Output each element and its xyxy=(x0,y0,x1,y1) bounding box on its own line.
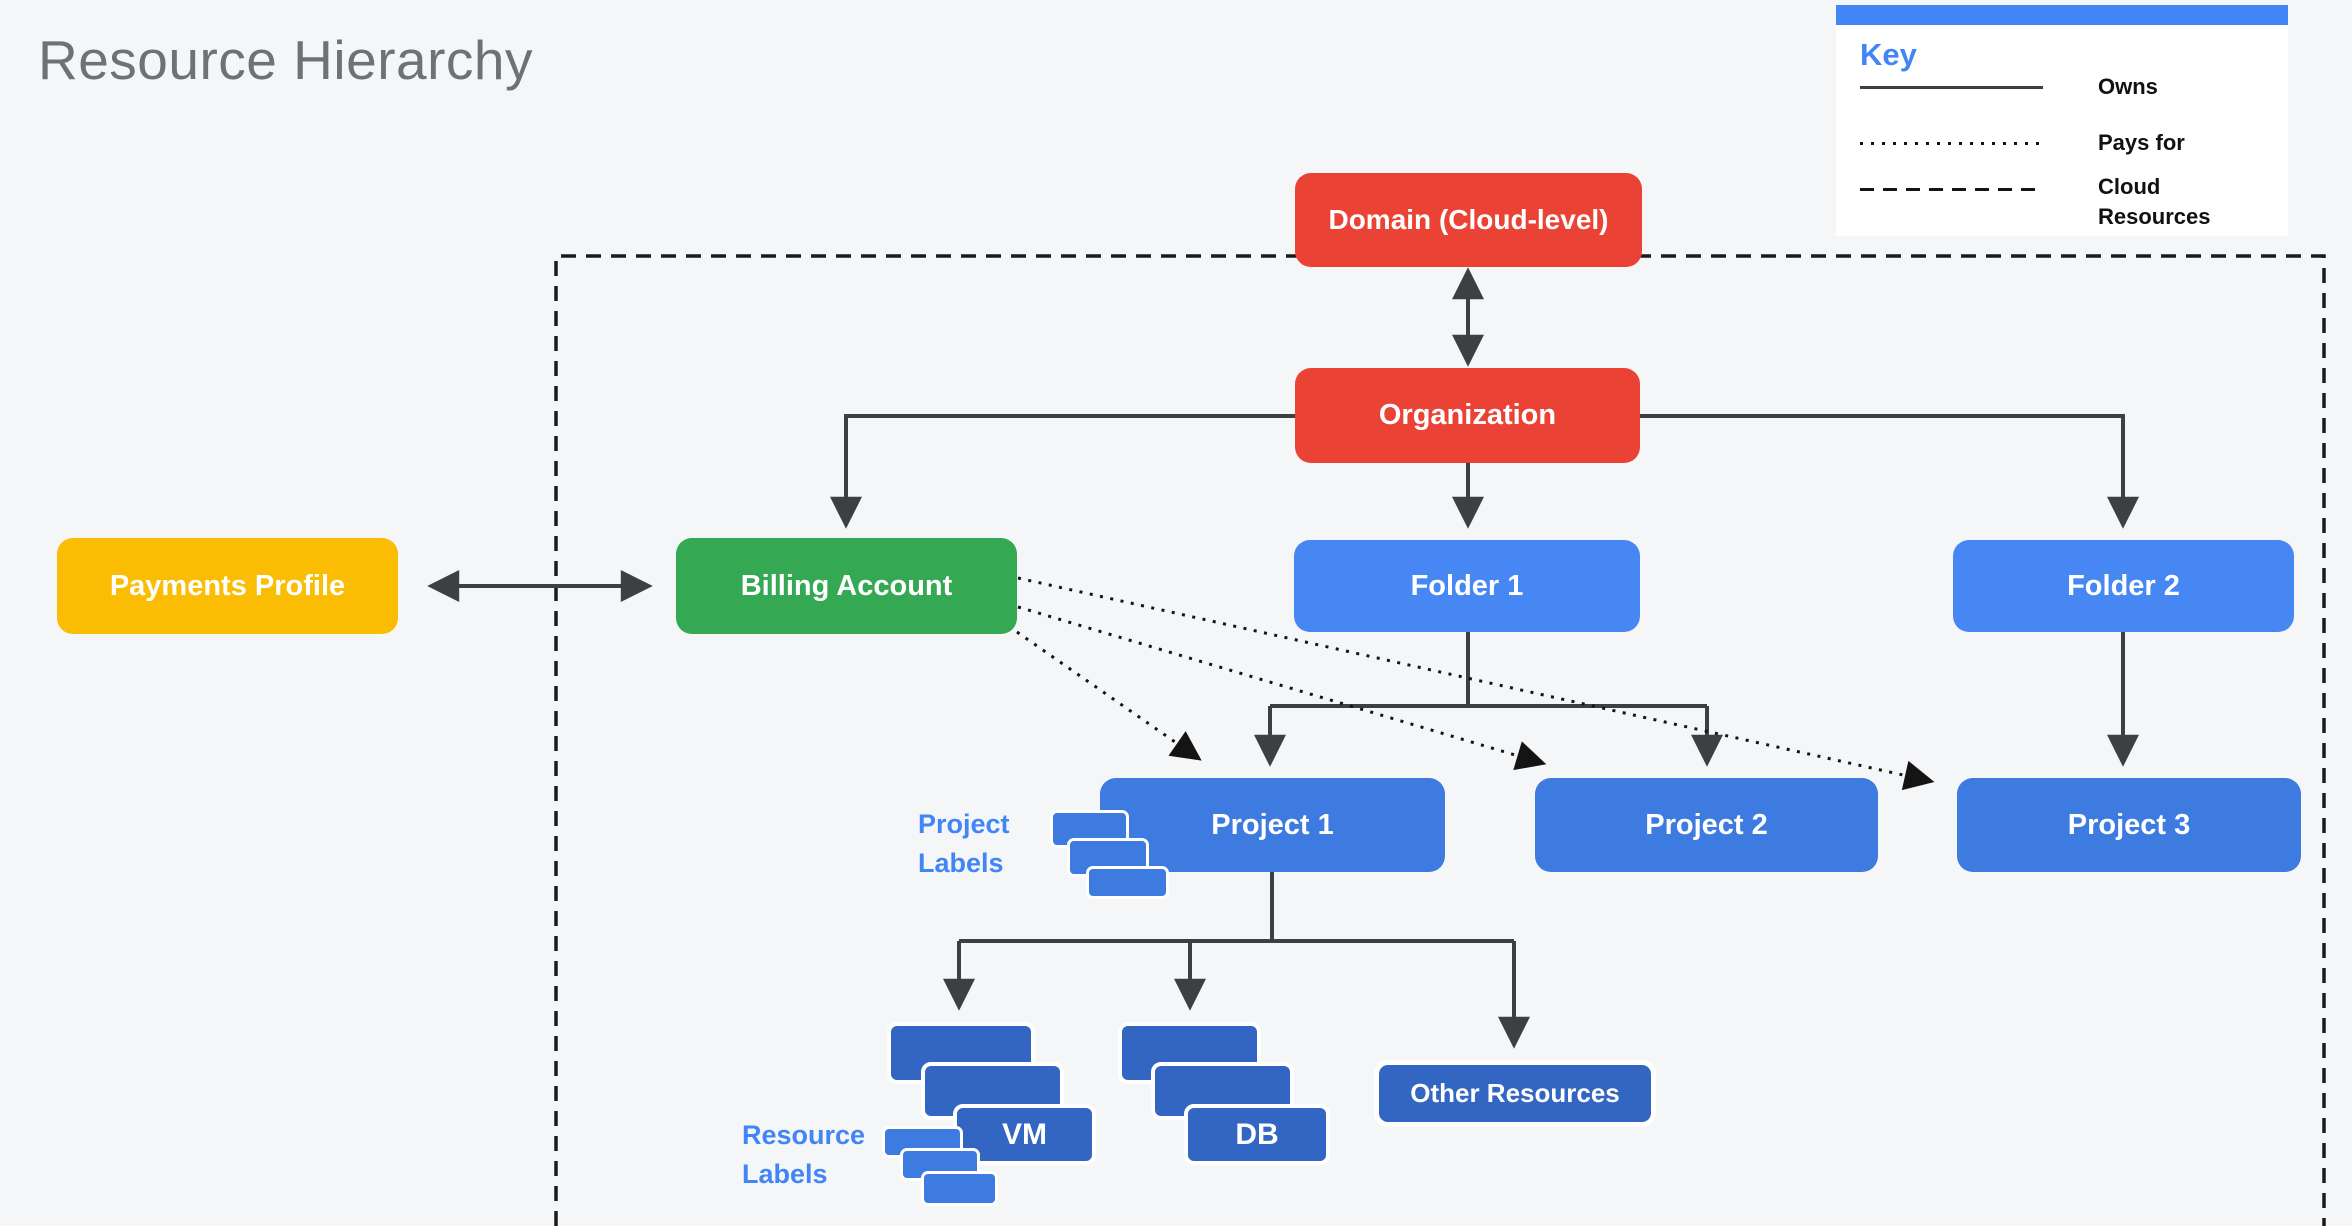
project-labels-stack-icon xyxy=(1086,866,1169,899)
resource-labels-stack-icon xyxy=(921,1171,998,1206)
edge-organization-billing xyxy=(830,414,1295,529)
node-project-3: Project 3 xyxy=(1957,778,2301,872)
resource-labels-annotation: Resource Labels xyxy=(742,1120,866,1190)
node-vm: VM xyxy=(953,1104,1096,1165)
node-domain: Domain (Cloud-level) xyxy=(1295,173,1642,267)
owns-edges xyxy=(427,267,2139,1049)
node-other-resources: Other Resources xyxy=(1374,1060,1656,1127)
legend-card: Key Owns Pays for Cloud Resources xyxy=(1836,5,2288,236)
edge-billing-project3 xyxy=(1017,576,1935,791)
node-project-2: Project 2 xyxy=(1535,778,1878,872)
db-stack-card-back xyxy=(1118,1022,1261,1084)
node-db: DB xyxy=(1184,1104,1330,1165)
legend-title: Key xyxy=(1860,37,1917,72)
node-organization: Organization xyxy=(1295,368,1640,463)
legend-header-bar xyxy=(1836,5,2288,25)
legend-dashed-line-sample xyxy=(1860,188,2043,191)
edge-billing-project1 xyxy=(1016,630,1202,761)
node-folder-1: Folder 1 xyxy=(1294,540,1640,632)
node-project-1: Project 1 xyxy=(1100,778,1445,872)
project-labels-annotation: Project Labels xyxy=(918,809,1010,879)
legend-label-pays-for: Pays for xyxy=(2098,130,2185,155)
node-payments-profile: Payments Profile xyxy=(57,538,398,634)
page-title: Resource Hierarchy xyxy=(38,29,534,91)
node-folder-2: Folder 2 xyxy=(1953,540,2294,632)
legend-dotted-line-sample xyxy=(1860,142,2043,145)
legend-label-cloud-resources: Cloud Resources xyxy=(2098,174,2211,229)
legend-solid-line-sample xyxy=(1860,86,2043,89)
pays-for-edges xyxy=(1016,576,1935,791)
edge-billing-project2 xyxy=(1017,605,1547,771)
legend-label-owns: Owns xyxy=(2098,74,2158,99)
edge-organization-folder2 xyxy=(1640,414,2139,529)
node-billing-account: Billing Account xyxy=(676,538,1017,634)
